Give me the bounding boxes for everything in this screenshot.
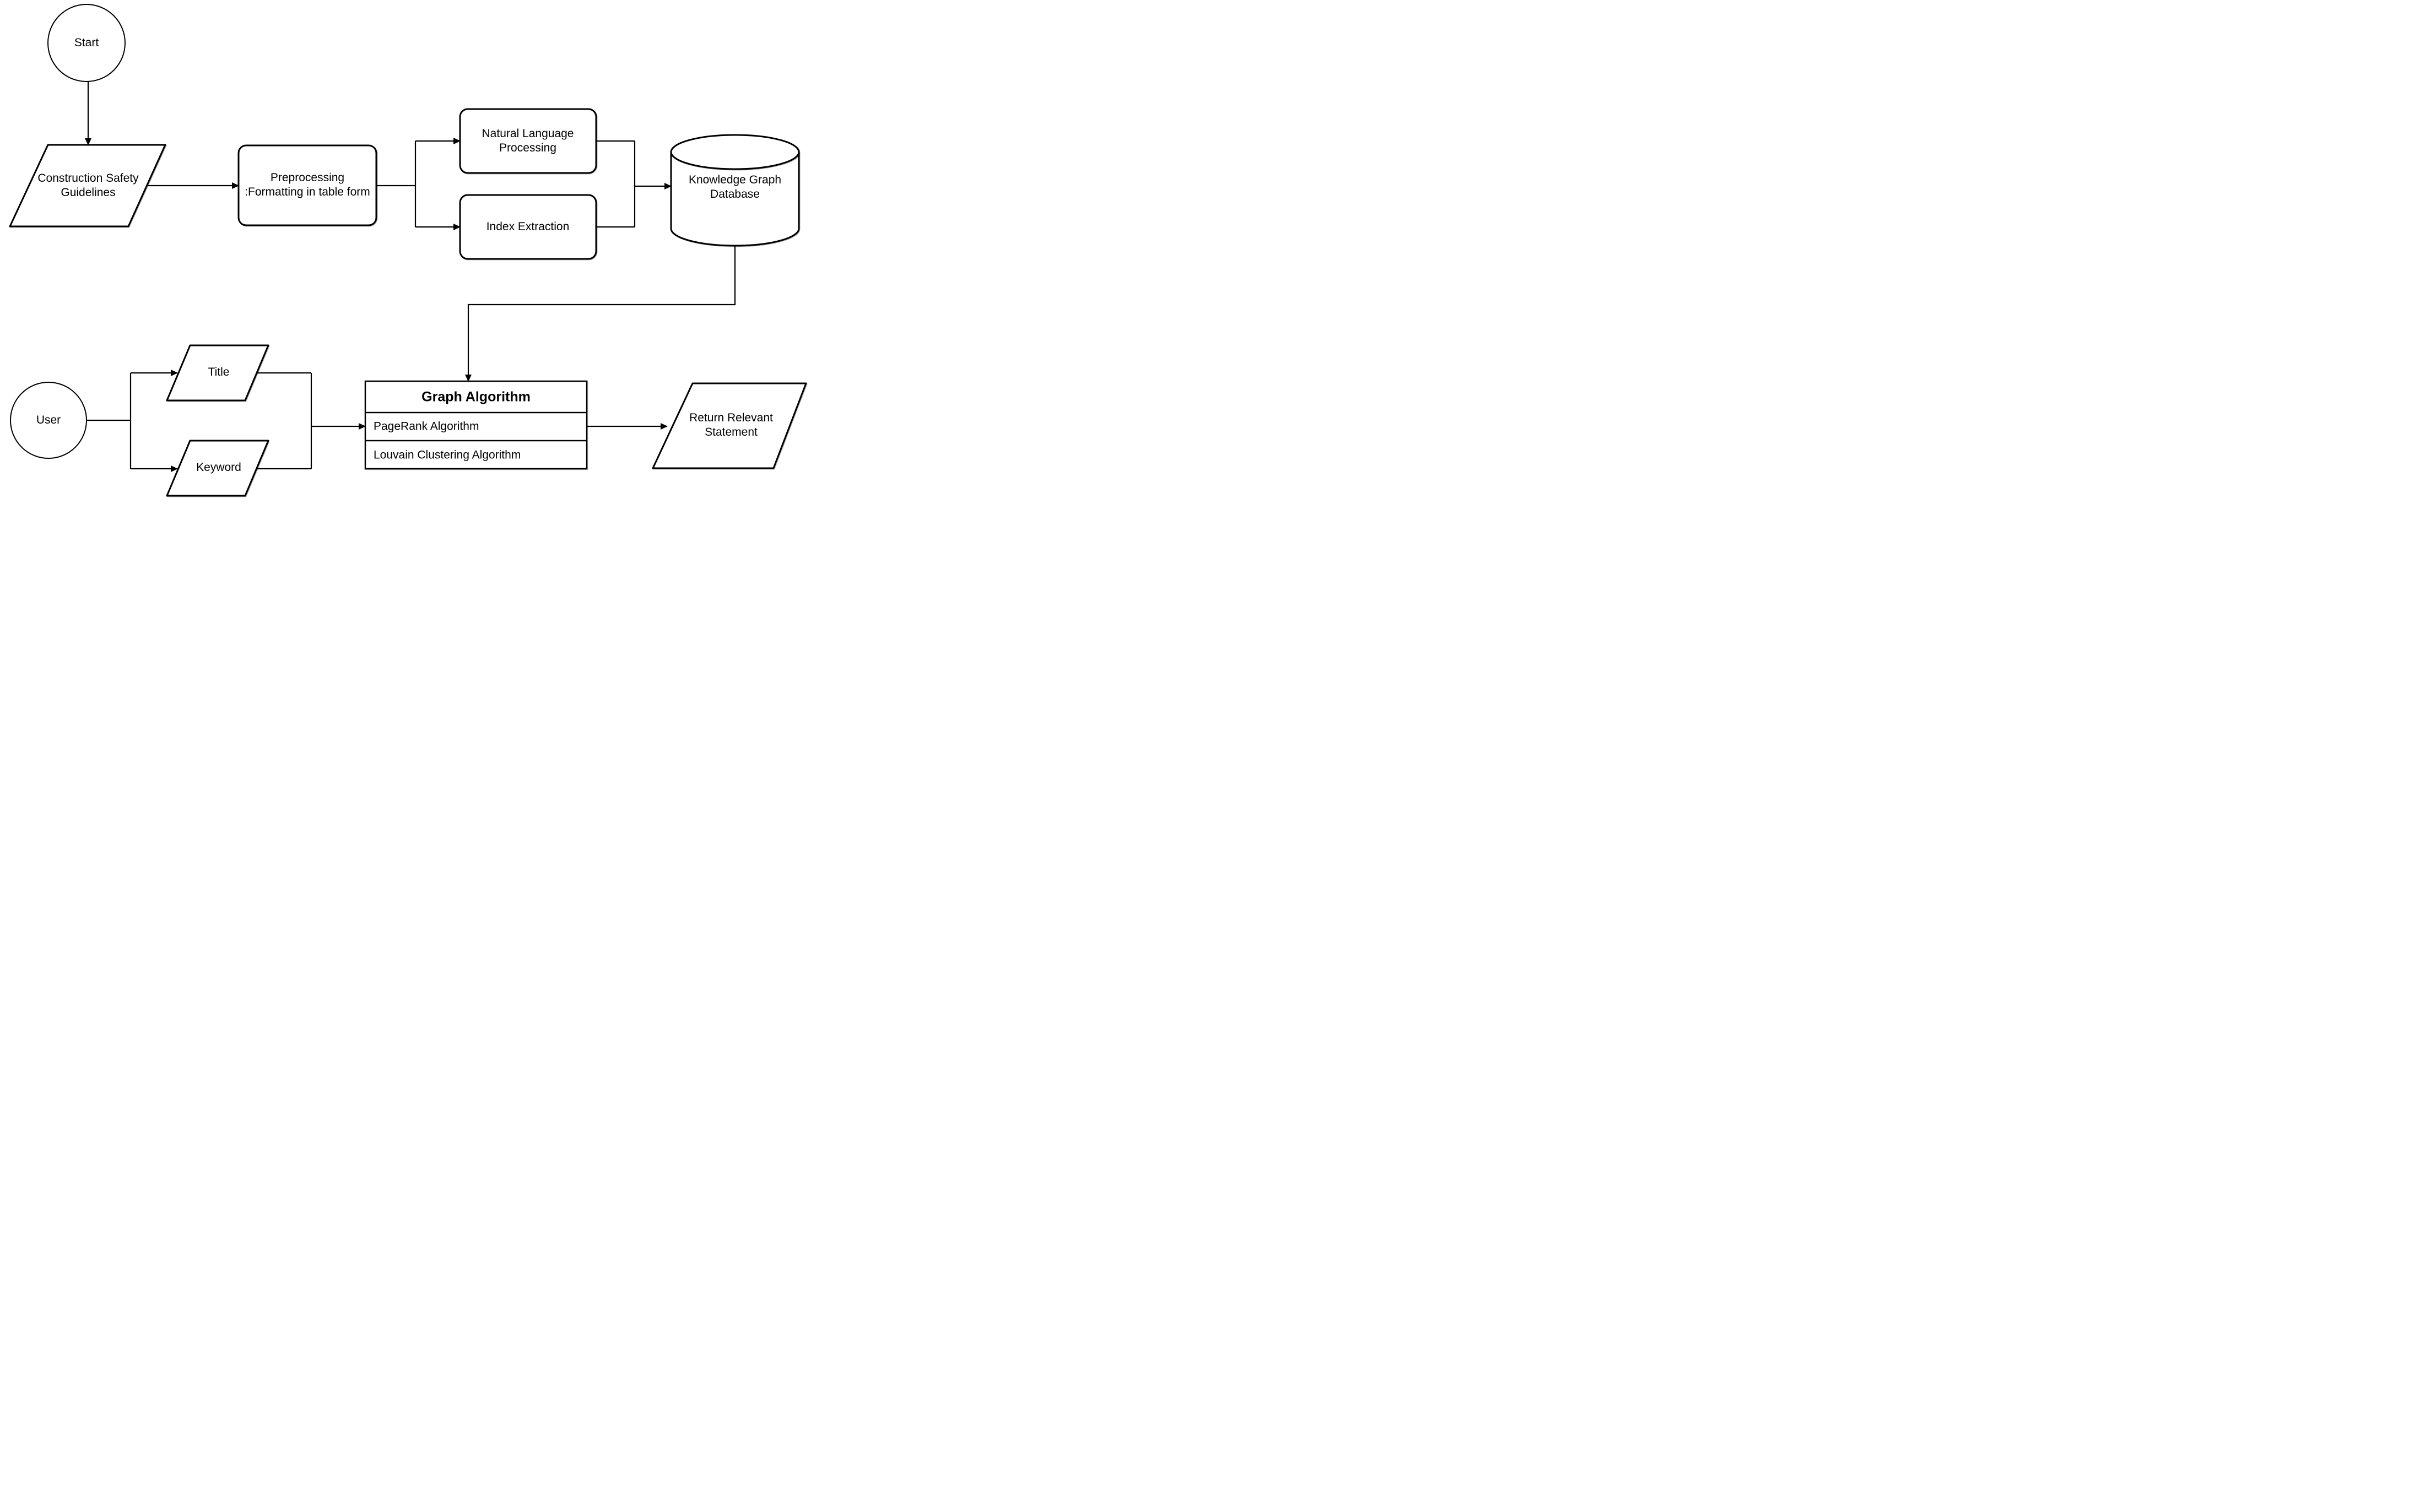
keyword-node bbox=[166, 440, 269, 497]
knowledge-graph-database-node bbox=[670, 134, 800, 247]
knowledge-graph-database-lid bbox=[670, 151, 800, 170]
edge-knowledge-graph-to-graph-algorithm bbox=[465, 246, 736, 382]
natural-language-processing-node bbox=[459, 108, 597, 174]
flowchart-shapes-layer bbox=[9, 4, 807, 497]
start-node bbox=[47, 4, 126, 82]
flowchart-canvas: Start Construction Safety Guidelines Pre… bbox=[0, 0, 811, 504]
user-node bbox=[10, 382, 87, 459]
construction-safety-guidelines-node bbox=[9, 144, 166, 227]
graph-algorithm-table bbox=[364, 380, 588, 470]
index-extraction-node bbox=[459, 194, 597, 260]
title-node bbox=[166, 344, 269, 402]
preprocessing-node bbox=[237, 144, 377, 226]
return-relevant-statement-node bbox=[652, 382, 807, 469]
